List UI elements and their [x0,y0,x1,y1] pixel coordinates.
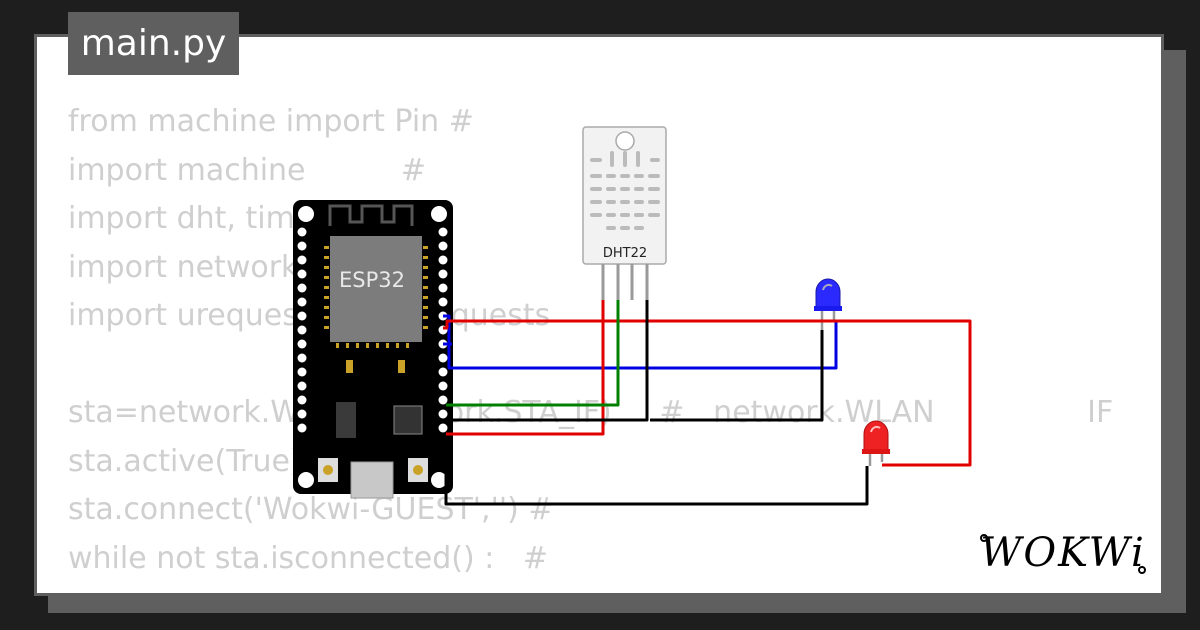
usb-chip [393,405,423,435]
dht22-sensor[interactable]: DHT22 [582,126,667,300]
module-pads [324,246,428,348]
led-blue-rim [814,306,842,311]
led-red[interactable] [862,420,890,466]
code-line: import machine # [68,152,427,188]
wire-red-led [443,319,972,467]
wires [443,300,972,506]
esp32-label: ESP32 [339,268,405,292]
wire-green-dht [446,300,620,407]
led-red-dome [863,420,889,453]
dht22-body [582,126,667,265]
led-blue-dome [815,278,841,309]
code-line: import network [68,249,299,285]
right-header-pins [438,227,448,433]
wokwi-logo-text: WOKWi [980,530,1146,576]
mount-hole [431,472,447,488]
antenna-trace [328,204,414,226]
dht22-label: DHT22 [603,246,647,261]
led-red-rim [862,449,890,454]
smd-part [398,360,405,373]
wire-black-dht [446,300,649,422]
mount-hole [431,206,447,222]
mount-hole [298,206,314,222]
code-line: while not sta.isconnected() : # [68,540,549,576]
reset-button-cap [413,465,423,475]
code-line: from machine import Pin # [68,104,474,139]
code-line: sta.active(True) [68,443,302,479]
dht22-grille [590,151,660,230]
smd-part [346,360,353,373]
led-blue[interactable] [814,278,842,330]
wire-black-blue-led [650,330,824,422]
wokwi-logo[interactable]: WOKWi [978,522,1148,580]
dht22-hole [615,131,635,151]
esp32-board[interactable]: ESP32 [293,200,453,499]
wire-black-red-led [444,438,869,506]
logo-dot [1138,566,1146,574]
voltage-regulator [336,402,356,438]
boot-button-cap [323,465,333,475]
mount-hole [298,472,314,488]
left-header-pins [297,227,307,433]
code-preview: from machine import Pin # import machine… [68,98,1113,583]
led-red-shine [870,425,881,433]
logo-dot [980,534,988,542]
esp32-module [330,236,422,342]
usb-port [350,461,394,499]
wire-red-dht [446,300,605,436]
file-tab-main-py[interactable]: main.py [68,12,239,75]
led-blue-shine [822,283,833,291]
code-line: sta.connect('Wokwi-GUEST','') # [68,492,554,527]
wire-blue [443,314,838,370]
dht22-pins [601,264,649,300]
